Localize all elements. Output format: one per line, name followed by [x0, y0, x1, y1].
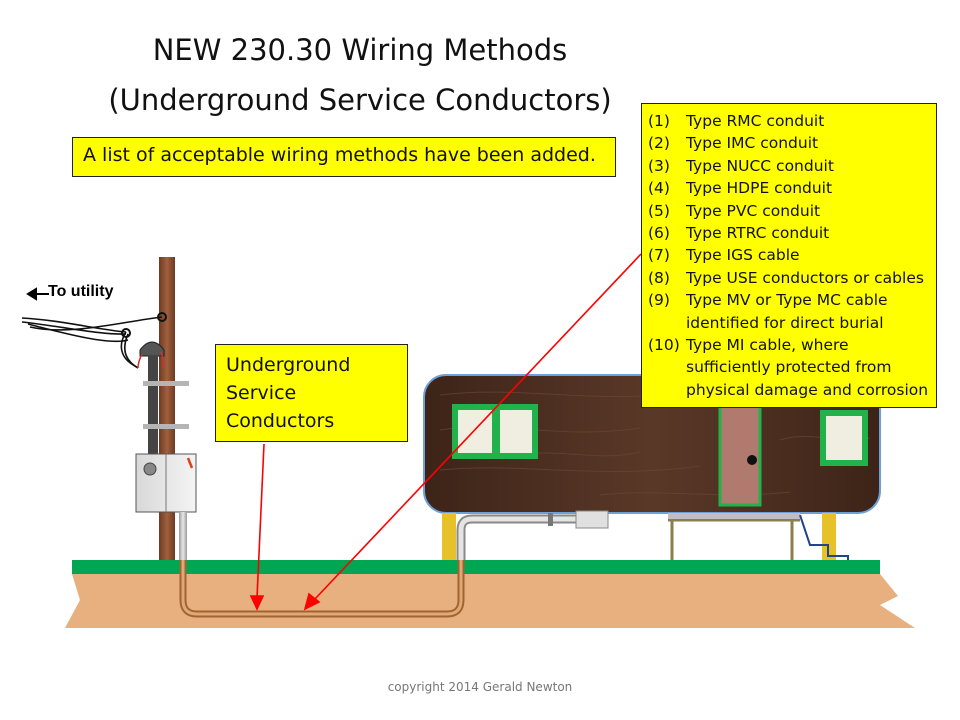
support-left	[442, 513, 456, 560]
list-item-number: (5)	[648, 201, 670, 220]
list-item-number: (1)	[648, 112, 670, 130]
support-right	[822, 513, 836, 560]
conductor-label-line: Service	[226, 382, 297, 404]
mast-strap-lower	[143, 424, 189, 429]
list-item-text: Type USE conductors or cables	[686, 268, 924, 287]
list-item-number: (2)	[648, 134, 670, 153]
list-item-text: Type HDPE conduit	[686, 179, 833, 198]
list-item-text: Type IGS cable	[686, 246, 800, 265]
page-title-line1: NEW 230.30 Wiring Methods	[152, 33, 568, 67]
list-item: (6) Type RTRC conduit	[648, 222, 930, 244]
water-line	[799, 514, 849, 560]
list-item-number: (6)	[648, 224, 670, 243]
list-item: (4) Type HDPE conduit	[648, 177, 930, 199]
to-utility-arrow	[26, 287, 49, 301]
wiring-methods-list: (1)Type RMC conduit (2)Type IMC conduit …	[641, 103, 937, 408]
list-item-number: (4)	[648, 179, 670, 198]
ground-earth	[65, 574, 915, 628]
list-item: (5) Type PVC conduit	[648, 200, 930, 222]
subtitle-callout: A list of acceptable wiring methods have…	[72, 137, 616, 177]
door-knob	[747, 455, 757, 465]
list-item: (1) Type RMC conduit	[648, 110, 930, 132]
list-item-text: Type IMC conduit	[686, 134, 819, 153]
list-item-text: Type RMC conduit	[686, 112, 825, 130]
drop-splice	[121, 328, 131, 338]
copyright-notice: copyright 2014 Gerald Newton	[387, 680, 573, 694]
home-disconnect	[575, 510, 609, 529]
list-item-number: (8)	[648, 268, 670, 287]
service-mast	[148, 355, 158, 455]
weatherhead	[139, 341, 165, 357]
list-item-text: Type PVC conduit	[686, 201, 821, 220]
list-item: (10) Type MI cable, where sufficiently pr…	[648, 334, 930, 401]
list-item: (3) Type NUCC conduit	[648, 155, 930, 177]
list-item-text: Type RTRC conduit	[686, 224, 830, 243]
conductor-label-callout: Underground Service Conductors	[215, 344, 408, 442]
service-drop-wires	[21, 316, 163, 369]
list-item-number: (9)	[648, 291, 670, 310]
list-item: (9) Type MV or Type MC cable identified f…	[648, 289, 930, 334]
meter-knob	[143, 462, 157, 476]
door	[718, 403, 762, 507]
conductor-label-line: Underground	[226, 354, 351, 376]
list-item-number: (10)	[648, 336, 680, 355]
list-item-text: Type MI cable, where sufficiently protec…	[686, 336, 929, 399]
list-item: (2) Type IMC conduit	[648, 132, 930, 154]
page-title-line2: (Underground Service Conductors)	[108, 83, 612, 117]
drop-insulator	[157, 312, 167, 322]
list-item-number: (3)	[648, 156, 670, 175]
list-item: (8) Type USE conductors or cables	[648, 267, 930, 289]
list-item: (7) Type IGS cable	[648, 244, 930, 266]
steps	[668, 518, 800, 560]
to-utility-label: To utility	[48, 283, 114, 300]
utility-pole	[159, 257, 175, 560]
grass-strip	[72, 560, 880, 574]
list-item-text: Type MV or Type MC cable identified for …	[686, 291, 888, 332]
home-conduit	[456, 514, 578, 560]
list-item-text: Type NUCC conduit	[686, 156, 834, 175]
list-item-number: (7)	[648, 246, 670, 265]
panel-conduit	[179, 512, 187, 560]
mast-strap-upper	[143, 381, 189, 386]
conductor-label-line: Conductors	[226, 410, 335, 432]
pointer-arrows	[249, 253, 642, 611]
